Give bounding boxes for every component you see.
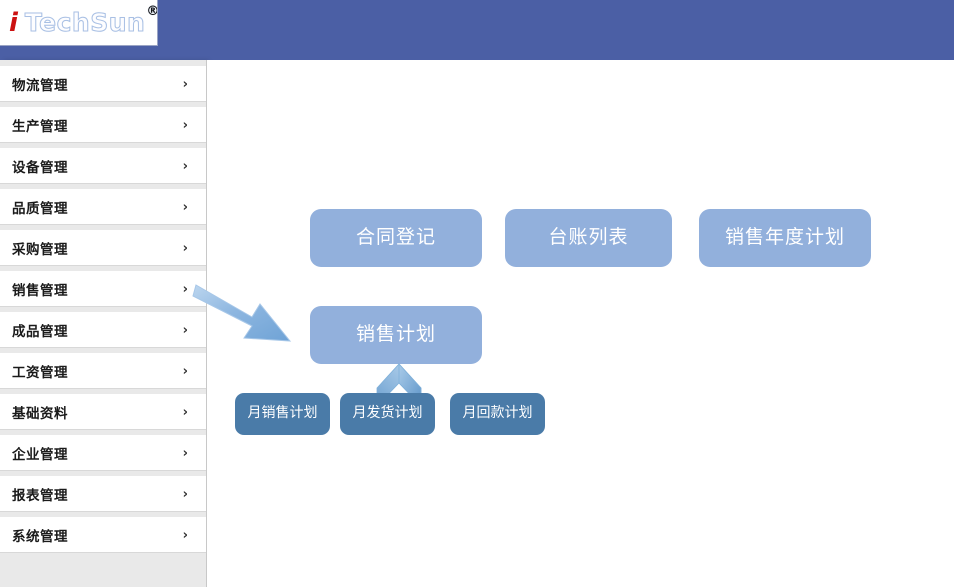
chevron-right-icon: › xyxy=(182,117,188,133)
node-label: 月回款计划 xyxy=(462,405,533,422)
brand-logo[interactable]: i TechSun® xyxy=(0,0,158,46)
chevron-right-icon: › xyxy=(182,158,188,174)
chevron-right-icon: › xyxy=(182,281,188,297)
sidebar-item-label: 工资管理 xyxy=(12,365,68,381)
sidebar-item-payroll[interactable]: 工资管理 › xyxy=(0,353,206,389)
node-label: 合同登记 xyxy=(355,226,436,249)
sidebar-item-production[interactable]: 生产管理 › xyxy=(0,107,206,143)
node-label: 销售年度计划 xyxy=(724,226,845,249)
node-monthly-sales-plan[interactable]: 月销售计划 xyxy=(235,393,330,435)
sidebar-item-label: 报表管理 xyxy=(12,488,68,504)
chevron-right-icon: › xyxy=(182,404,188,420)
logo-i-mark: i xyxy=(9,7,18,38)
sidebar-item-sales[interactable]: 销售管理 › xyxy=(0,271,206,307)
node-sales-plan[interactable]: 销售计划 xyxy=(310,306,482,364)
sidebar-item-reports[interactable]: 报表管理 › xyxy=(0,476,206,512)
node-contract-registration[interactable]: 合同登记 xyxy=(310,209,482,267)
chevron-right-icon: › xyxy=(182,322,188,338)
chevron-right-icon: › xyxy=(182,199,188,215)
sidebar-item-label: 设备管理 xyxy=(12,160,68,176)
node-label: 月销售计划 xyxy=(247,405,318,422)
sidebar-item-equipment[interactable]: 设备管理 › xyxy=(0,148,206,184)
sidebar-item-purchasing[interactable]: 采购管理 › xyxy=(0,230,206,266)
node-label: 月发货计划 xyxy=(352,405,423,422)
sidebar-pointer-arrow-icon xyxy=(192,284,292,342)
sidebar-item-master-data[interactable]: 基础资料 › xyxy=(0,394,206,430)
sidebar-item-label: 成品管理 xyxy=(12,324,68,340)
sidebar-item-enterprise[interactable]: 企业管理 › xyxy=(0,435,206,471)
chevron-right-icon: › xyxy=(182,486,188,502)
sidebar-item-label: 品质管理 xyxy=(12,201,68,217)
sidebar-item-label: 采购管理 xyxy=(12,242,68,258)
sidebar-item-label: 系统管理 xyxy=(12,529,68,545)
logo-wordmark: TechSun® xyxy=(24,5,157,36)
sidebar-item-label: 企业管理 xyxy=(12,447,68,463)
sidebar-item-system[interactable]: 系统管理 › xyxy=(0,517,206,553)
sidebar-item-label: 销售管理 xyxy=(12,283,68,299)
chevron-right-icon: › xyxy=(182,240,188,256)
app-header-bar: i TechSun® xyxy=(0,0,954,60)
sidebar-item-logistics[interactable]: 物流管理 › xyxy=(0,66,206,102)
node-monthly-collection-plan[interactable]: 月回款计划 xyxy=(450,393,545,435)
node-ledger-list[interactable]: 台账列表 xyxy=(505,209,672,267)
chevron-right-icon: › xyxy=(182,527,188,543)
chevron-right-icon: › xyxy=(182,363,188,379)
main-content-area: 合同登记 台账列表 销售年度计划 销售计划 xyxy=(192,60,954,587)
registered-trademark-icon: ® xyxy=(146,4,157,19)
node-label: 台账列表 xyxy=(548,226,629,249)
chevron-right-icon: › xyxy=(182,445,188,461)
sidebar-item-label: 基础资料 xyxy=(12,406,68,422)
sidebar-item-label: 物流管理 xyxy=(12,78,68,94)
node-monthly-shipment-plan[interactable]: 月发货计划 xyxy=(340,393,435,435)
sidebar-item-label: 生产管理 xyxy=(12,119,68,135)
chevron-right-icon: › xyxy=(182,76,188,92)
sidebar-item-finished-goods[interactable]: 成品管理 › xyxy=(0,312,206,348)
node-label: 销售计划 xyxy=(355,323,436,346)
sidebar-item-quality[interactable]: 品质管理 › xyxy=(0,189,206,225)
main-sidebar-navigation[interactable]: 物流管理 › 生产管理 › 设备管理 › 品质管理 › 采购管理 › 销售管理 … xyxy=(0,60,207,587)
node-annual-sales-plan[interactable]: 销售年度计划 xyxy=(699,209,871,267)
